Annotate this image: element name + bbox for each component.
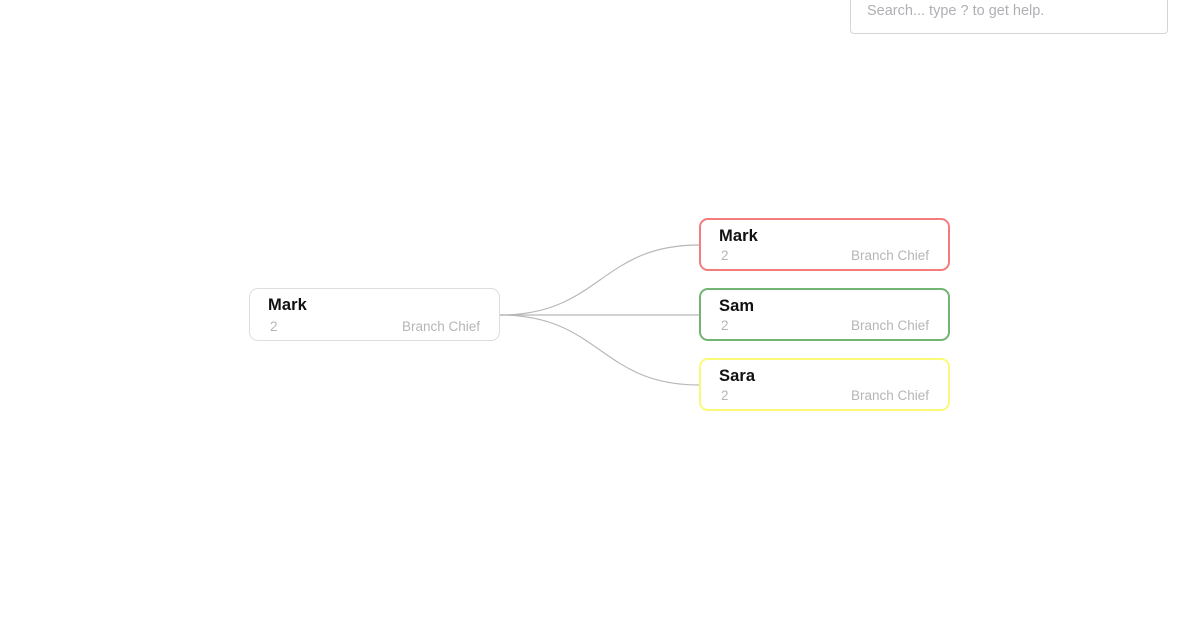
tree-node-child-0[interactable]: Mark 2 Branch Chief <box>699 218 950 271</box>
node-role: Branch Chief <box>401 319 480 334</box>
node-title: Mark <box>719 227 758 245</box>
node-role: Branch Chief <box>850 248 929 263</box>
search-input[interactable] <box>850 0 1168 34</box>
link-root-to-child-2 <box>499 314 700 386</box>
tree-node-child-1[interactable]: Sam 2 Branch Chief <box>699 288 950 341</box>
node-count: 2 <box>721 248 729 263</box>
tree-node-child-2[interactable]: Sara 2 Branch Chief <box>699 358 950 411</box>
link-root-to-child-0 <box>499 244 700 316</box>
node-title: Sara <box>719 367 756 385</box>
node-title: Mark <box>268 296 307 314</box>
node-role: Branch Chief <box>850 388 929 403</box>
tree-node-root[interactable]: Mark 2 Branch Chief <box>249 288 500 341</box>
node-count: 2 <box>721 388 729 403</box>
node-count: 2 <box>270 319 278 334</box>
node-count: 2 <box>721 318 729 333</box>
node-title: Sam <box>719 297 755 315</box>
node-role: Branch Chief <box>850 318 929 333</box>
